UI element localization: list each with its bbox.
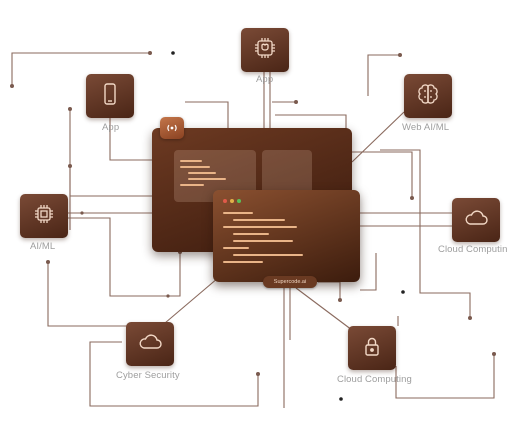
app-top-tile[interactable] [241, 28, 289, 72]
cpu-chip-icon [31, 201, 57, 232]
broadcast-icon [160, 117, 184, 139]
aiml-tile[interactable] [20, 194, 68, 238]
cloud-icon [137, 329, 163, 360]
code-line [188, 178, 226, 180]
aiml-label: AI/ML [30, 241, 56, 252]
brain-circuit-icon [415, 81, 441, 112]
window-maximize-dot [237, 199, 241, 203]
code-line [223, 261, 263, 263]
cloud-bottom-label: Cloud Computing [337, 374, 412, 385]
cloud-bottom-tile[interactable] [348, 326, 396, 370]
app-left-label: App [102, 122, 120, 133]
app-top-label: App [256, 74, 274, 85]
lock-icon [359, 333, 385, 364]
web-aiml-label: Web AI/ML [402, 122, 450, 133]
code-line [233, 240, 293, 242]
code-editor-panel [213, 190, 360, 282]
code-line [223, 247, 249, 249]
window-minimize-dot [230, 199, 234, 203]
app-left-tile[interactable] [86, 74, 134, 118]
cyber-security-label: Cyber Security [116, 370, 180, 381]
cloud-icon [463, 205, 489, 236]
code-line [180, 160, 202, 162]
code-line [223, 226, 297, 228]
cloud-right-tile[interactable] [452, 198, 500, 242]
web-aiml-tile[interactable] [404, 74, 452, 118]
brand-pill: Supercode.ai [263, 276, 317, 288]
smartphone-icon [97, 81, 123, 112]
code-line [233, 233, 269, 235]
window-close-dot [223, 199, 227, 203]
code-line [233, 219, 285, 221]
code-line [180, 184, 204, 186]
code-line [223, 212, 253, 214]
code-line [180, 166, 210, 168]
code-line [233, 254, 303, 256]
chip-brain-icon [252, 35, 278, 66]
cyber-security-tile[interactable] [126, 322, 174, 366]
cloud-right-label: Cloud Computin [438, 244, 508, 255]
code-line [188, 172, 216, 174]
